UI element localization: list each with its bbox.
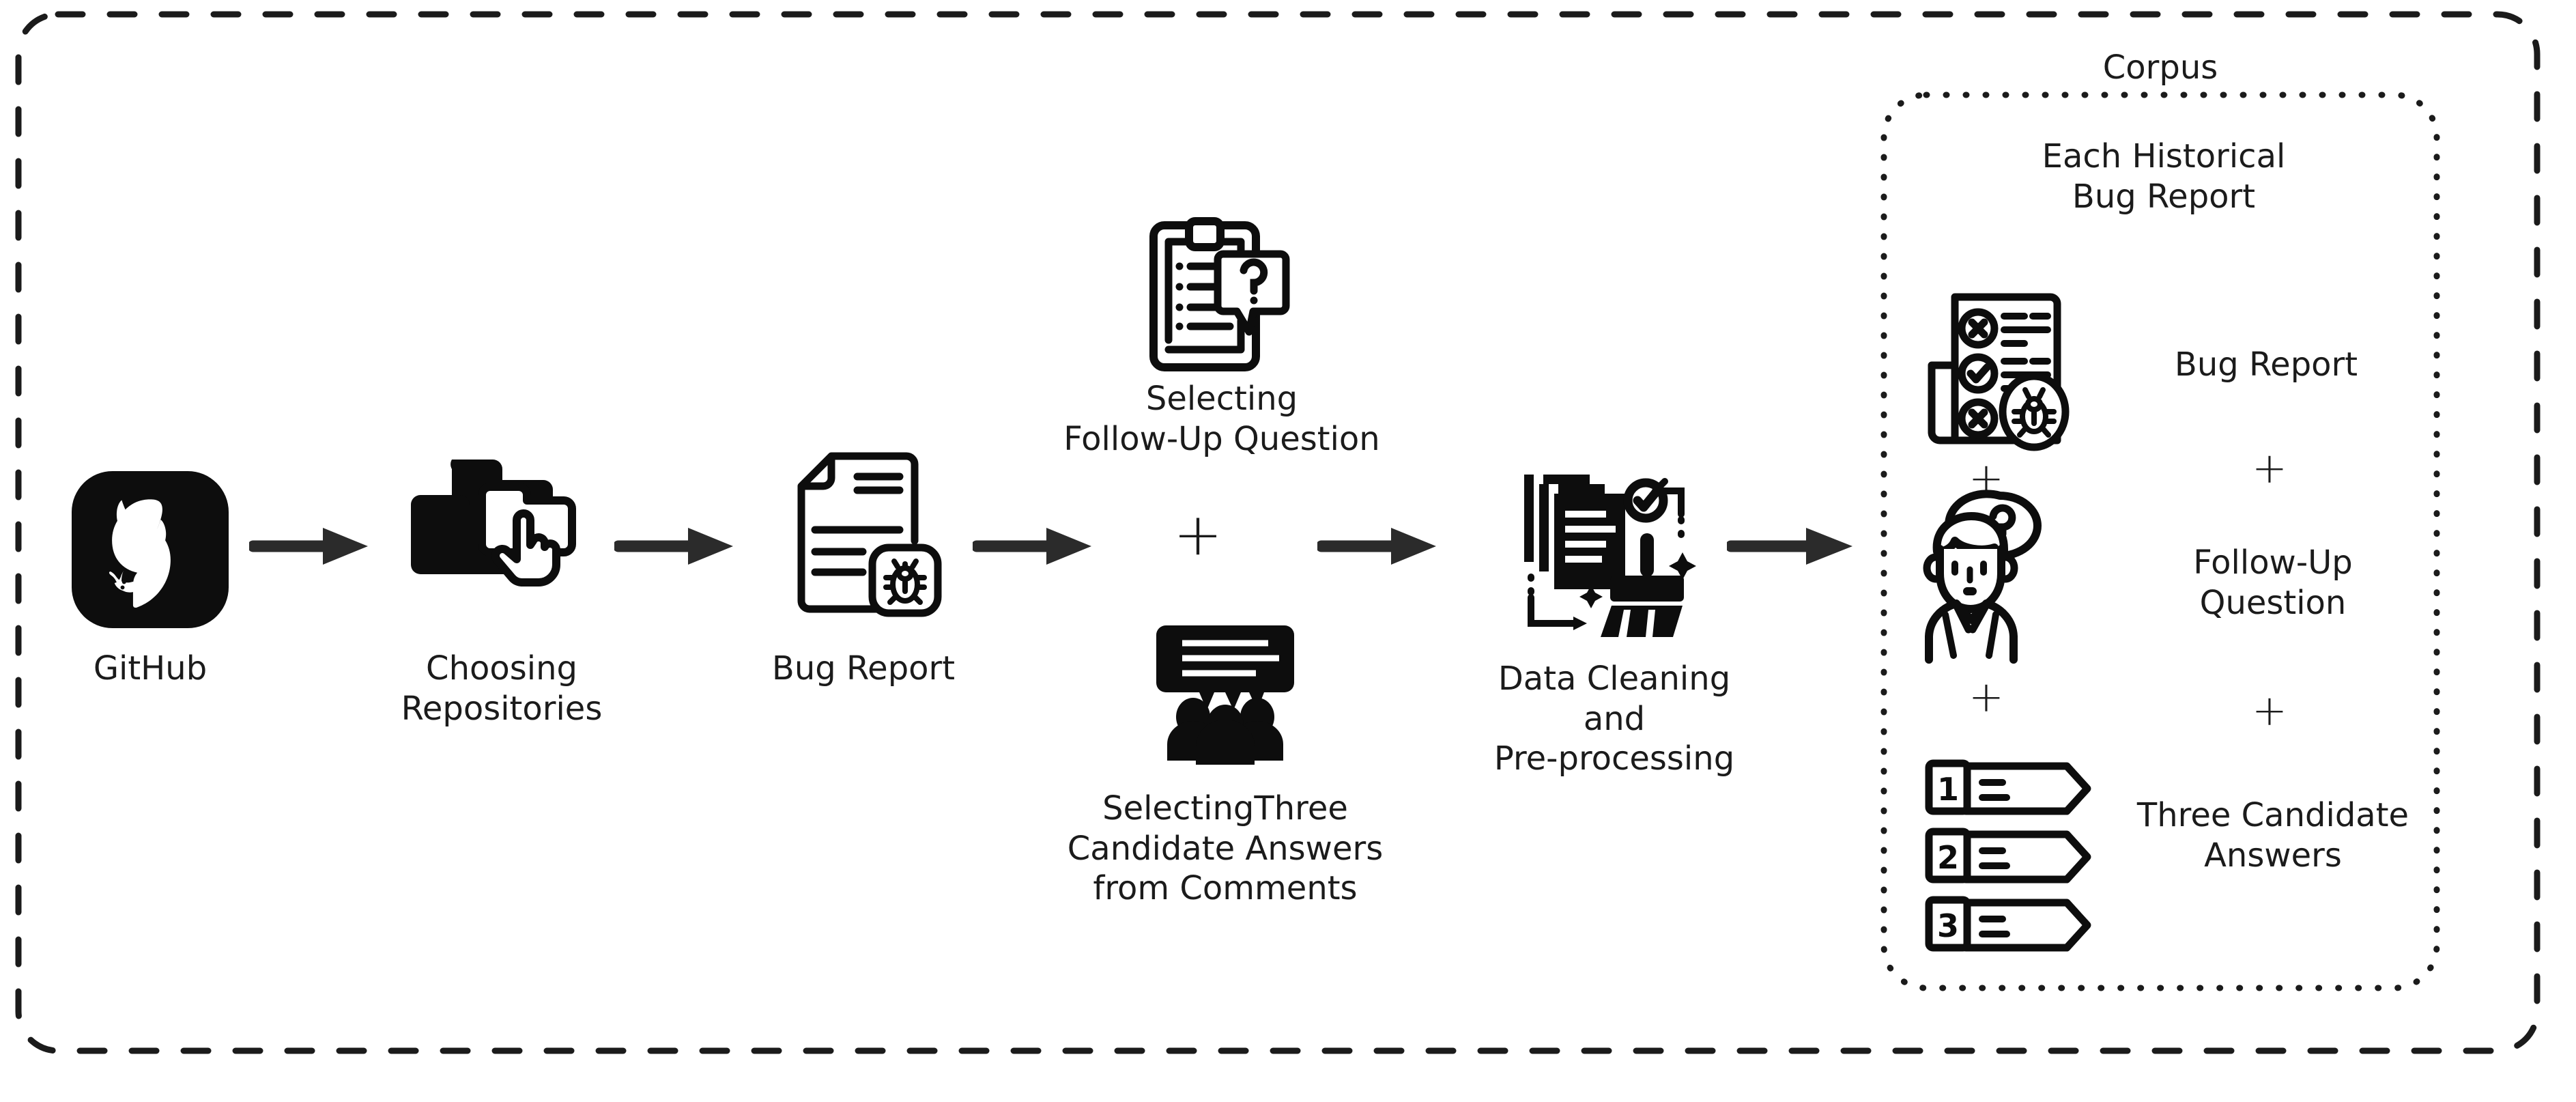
step-label-bug-report: Bug Report <box>771 649 956 688</box>
corpus-component-label-bug-report: Bug Report <box>2174 345 2358 384</box>
corpus-label-plus-2: + <box>2252 686 2287 735</box>
comment-people-icon <box>1154 621 1297 765</box>
answer-number-1: 1 <box>1937 771 1959 808</box>
corpus-component-label-candidates: Three Candidate Answers <box>2136 796 2409 875</box>
flow-arrow-5 <box>1727 522 1857 570</box>
answer-number-2: 2 <box>1937 839 1959 876</box>
flow-arrow-2 <box>614 522 737 570</box>
step-label-github: GitHub <box>93 649 207 688</box>
flow-arrow-3 <box>973 522 1096 570</box>
numbered-answers-icon: 1 2 3 <box>1923 758 2101 952</box>
answer-number-3: 3 <box>1937 907 1959 944</box>
step-label-follow-up-question: Selecting Follow-Up Question <box>1063 380 1380 458</box>
corpus-component-label-follow-up: Follow-Up Question <box>2193 543 2353 622</box>
flow-arrow-1 <box>249 522 372 570</box>
corpus-subtitle: Each Historical Bug Report <box>2042 137 2286 216</box>
corpus-title: Corpus <box>2102 48 2218 87</box>
checklist-bug-icon <box>1925 290 2075 451</box>
flow-arrow-4 <box>1317 522 1440 570</box>
corpus-icon-plus-2: + <box>1969 672 2004 722</box>
step-label-data-cleaning: Data Cleaning and Pre-processing <box>1493 660 1735 778</box>
step-label-candidate-answers: SelectingThree Candidate Answers from Co… <box>1067 789 1384 908</box>
corpus-label-plus-1: + <box>2252 443 2287 493</box>
documents-broom-icon <box>1519 461 1696 638</box>
person-question-icon <box>1923 478 2082 664</box>
clipboard-question-icon <box>1147 217 1293 376</box>
combiner-plus-symbol: + <box>1173 500 1223 569</box>
document-bug-icon <box>779 451 950 621</box>
folders-cursor-icon <box>410 454 587 625</box>
github-logo-icon <box>72 471 229 628</box>
step-label-repositories: Choosing Repositories <box>401 649 603 728</box>
